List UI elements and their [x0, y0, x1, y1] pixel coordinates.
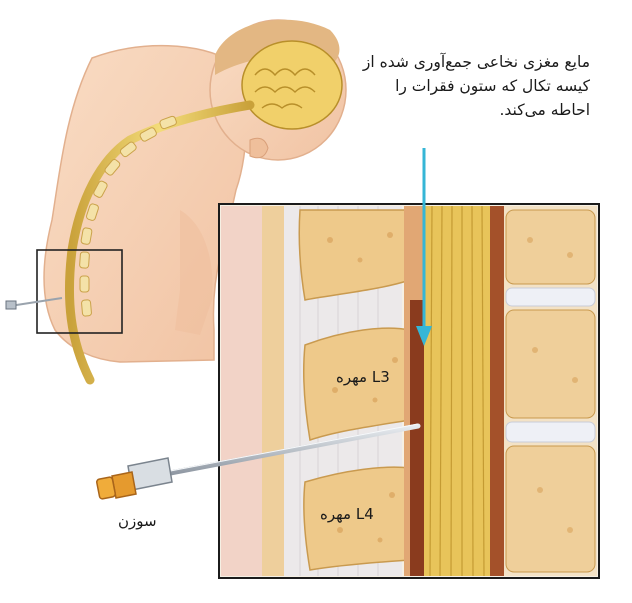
detail-contents [221, 205, 597, 577]
brain-folds [254, 68, 316, 109]
small-needle [9, 297, 63, 307]
inset-marker [36, 249, 123, 334]
disc-2 [505, 421, 596, 443]
vertebral-body-3 [505, 445, 596, 573]
vertebra-l4 [303, 466, 411, 571]
csf-callout-text: مایع مغزی نخاعی جمع‌آوری شده از کیسه تکا… [362, 53, 590, 119]
small-needle-hub [5, 300, 17, 310]
vertebra-l3-label: مهره L3 [336, 368, 390, 386]
vertebral-body-2 [505, 309, 596, 419]
patient-arm [175, 210, 213, 335]
disc-1 [505, 287, 596, 307]
vertebra-column [79, 115, 177, 317]
callout-arrowhead [416, 326, 432, 346]
vertebra-top [298, 209, 411, 301]
vertebra-l4-label: مهره L4 [320, 505, 374, 523]
needle-label: سوزن [118, 512, 157, 530]
ear [249, 137, 269, 159]
vertebral-body-1 [505, 209, 596, 285]
spinal-cord [64, 100, 255, 385]
spinal-needle [96, 423, 421, 500]
brain [241, 40, 343, 130]
vertebra-l3 [303, 327, 411, 441]
